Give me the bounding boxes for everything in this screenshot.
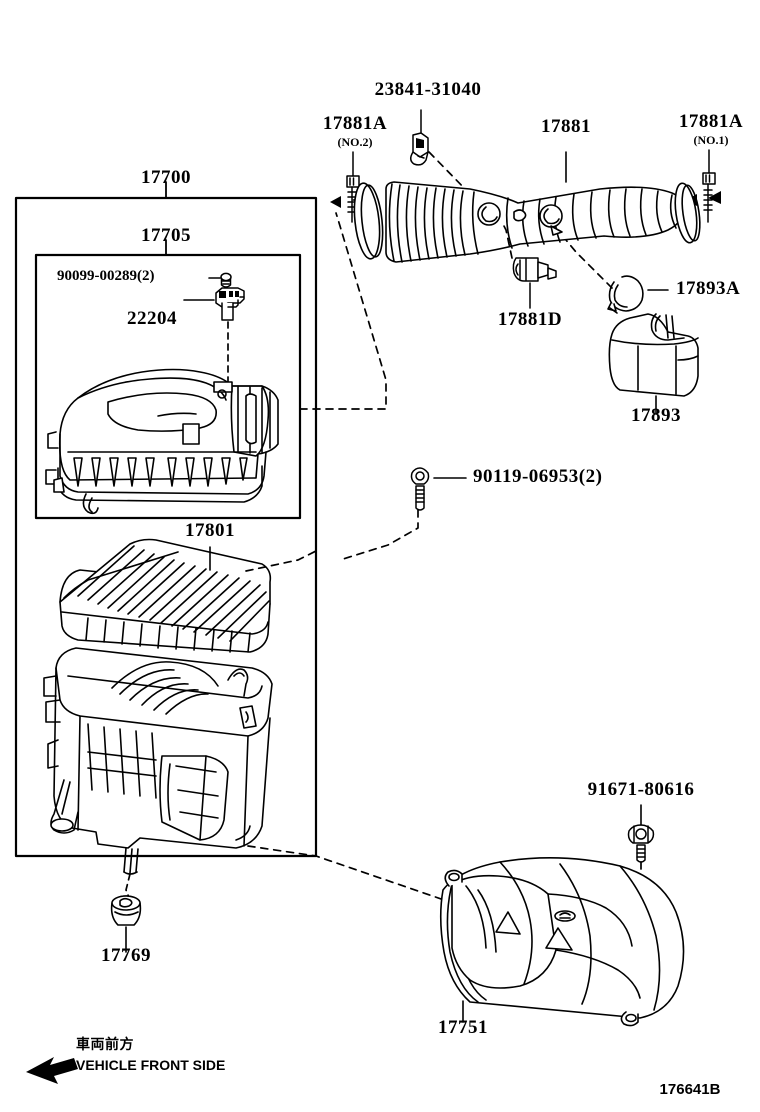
- part-17751-inlet-duct: [439, 857, 685, 1027]
- part-90119-06953-bolt: [410, 467, 430, 511]
- diagram-id-code: 176641B: [659, 1081, 721, 1098]
- label-17881A-no2-note: (NO.2): [337, 135, 373, 149]
- leader-case-to-duct: [247, 845, 451, 903]
- label-22204: 22204: [127, 308, 177, 329]
- leader-17893A-to-hose: [565, 239, 613, 289]
- label-17769: 17769: [101, 945, 151, 966]
- part-90099-00289-screw: [220, 272, 232, 288]
- label-17881: 17881: [541, 116, 591, 137]
- label-17881A-no1: 17881A: [678, 111, 744, 132]
- label-90119-06953: 90119-06953(2): [473, 466, 603, 487]
- label-17700: 17700: [141, 167, 191, 188]
- leader-17801-to-right: [245, 550, 317, 572]
- part-17893A-resonator-clamp: [607, 275, 644, 314]
- part-17881-air-cleaner-hose: [353, 181, 701, 263]
- vehicle-front-label-en: VEHICLE FRONT SIDE: [76, 1057, 226, 1073]
- part-17881D-valve: [512, 257, 557, 282]
- label-17801: 17801: [185, 520, 235, 541]
- left-arrow-icon: [26, 1057, 78, 1084]
- part-22204-mass-air-flow-meter: [215, 287, 245, 321]
- label-17705: 17705: [141, 225, 191, 246]
- label-17881D: 17881D: [497, 309, 563, 330]
- label-17893A: 17893A: [676, 278, 741, 299]
- part-91671-80616-bolt: [627, 824, 655, 863]
- group-box-17705: [34, 253, 302, 520]
- part-17705-air-cleaner-cap: [45, 368, 279, 515]
- label-23841-31040: 23841-31040: [374, 79, 482, 100]
- part-17700-air-cleaner-case: [43, 647, 273, 875]
- leader-bolt-to-case: [339, 509, 419, 561]
- label-17881A-no1-note: (NO.1): [693, 133, 729, 147]
- label-17881A-no2: 17881A: [322, 113, 388, 134]
- part-17801-air-filter-element: [59, 538, 272, 653]
- leader-17881D-to-hose: [501, 221, 513, 259]
- part-17769-grommet: [110, 895, 142, 926]
- leader-17705-right: [299, 212, 387, 410]
- label-17893: 17893: [631, 405, 681, 426]
- label-17751: 17751: [438, 1017, 488, 1038]
- part-23841-31040-clip: [410, 132, 429, 166]
- vehicle-front-label-jp: 車両前方: [76, 1037, 134, 1053]
- label-91671-80616: 91671-80616: [587, 779, 695, 800]
- label-90099-00289: 90099-00289(2): [57, 268, 155, 284]
- part-17893-resonator: [608, 313, 699, 397]
